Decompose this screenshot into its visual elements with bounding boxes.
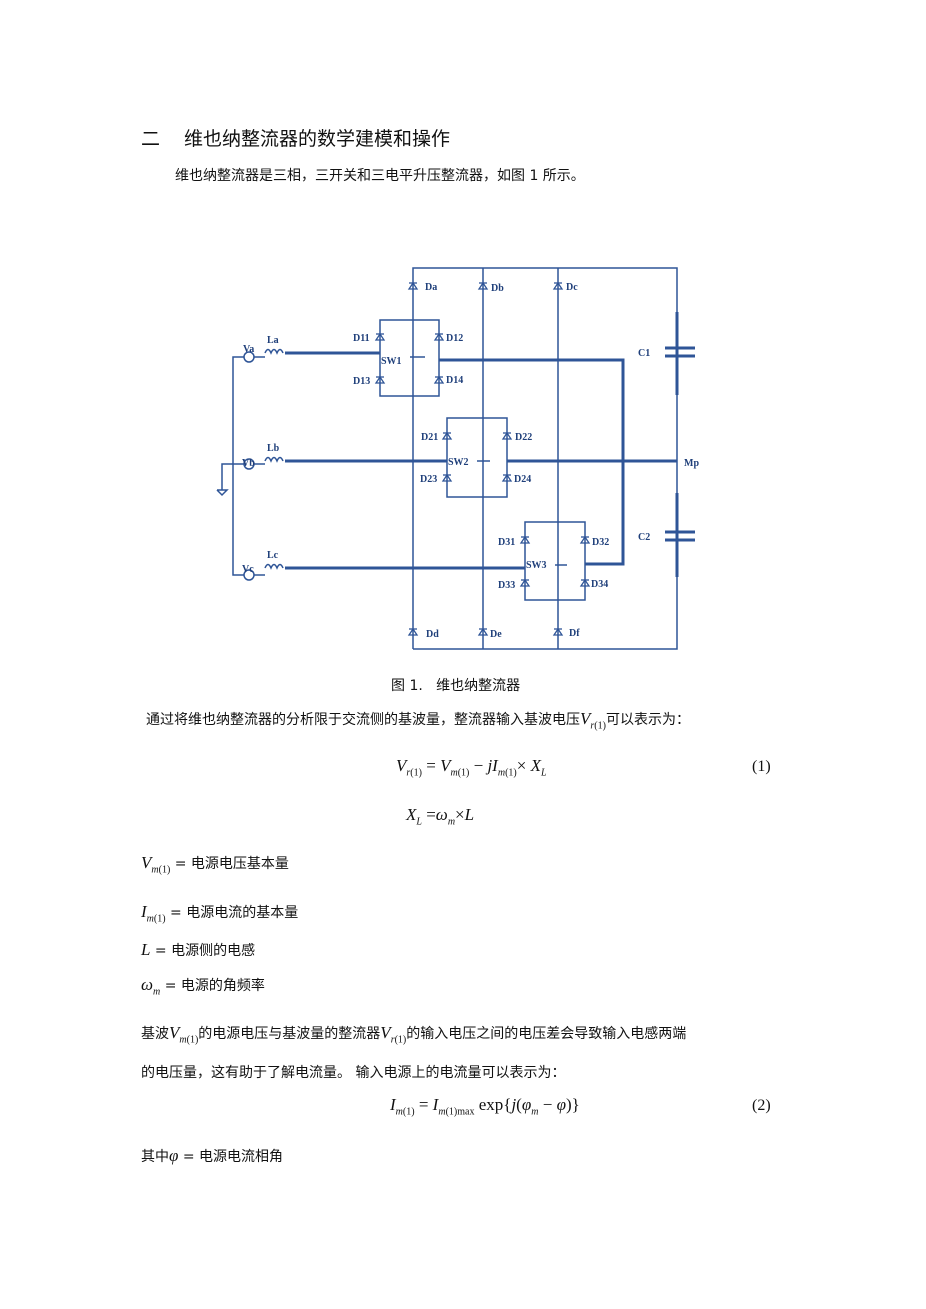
paragraph-2-line-1: 基波Vm(1)的电源电压与基波量的整流器Vr(1)的输入电压之间的电压差会导致输… <box>141 1023 687 1046</box>
label-sw1: SW1 <box>381 356 402 367</box>
label-de: De <box>490 629 502 640</box>
label-vb: Vb <box>242 458 255 469</box>
label-lb: Lb <box>267 443 280 454</box>
label-la: La <box>267 335 279 346</box>
label-dd: Dd <box>426 629 439 640</box>
label-d12: D12 <box>446 333 463 344</box>
label-sw3: SW3 <box>526 560 547 571</box>
label-d21: D21 <box>421 432 438 443</box>
label-d23: D23 <box>420 474 437 485</box>
label-sw2: SW2 <box>448 457 469 468</box>
label-vc: Vc <box>242 564 254 575</box>
label-dc: Dc <box>566 282 578 293</box>
label-c2: C2 <box>638 532 650 543</box>
label-db: Db <box>491 283 504 294</box>
label-mp: Mp <box>684 458 699 469</box>
label-d34: D34 <box>591 579 608 590</box>
label-d32: D32 <box>592 537 609 548</box>
equation-1: Vr(1) = Vm(1) − jIm(1)× XL <box>396 756 547 779</box>
vienna-rectifier-diagram: Va Vb Vc La Lb Lc SW1 SW2 SW3 Da Db Dc D… <box>216 267 699 650</box>
wires <box>216 267 678 650</box>
equation-xl: XL =ωm×L <box>406 805 475 828</box>
section-heading: 二维也纳整流器的数学建模和操作 <box>141 128 451 150</box>
label-df: Df <box>569 628 580 639</box>
label-d14: D14 <box>446 375 463 386</box>
definition-im: Im(1) = 电源电流的基本量 <box>141 902 299 925</box>
equation-2: Im(1) = Im(1)max exp{j(φm − φ)} <box>390 1095 580 1118</box>
diagram-labels: Va Vb Vc La Lb Lc SW1 SW2 SW3 Da Db Dc D… <box>242 282 699 640</box>
figure-caption: 图 1. 维也纳整流器 <box>391 678 521 694</box>
definition-l: L = 电源侧的电感 <box>141 940 256 959</box>
label-d11: D11 <box>353 333 370 344</box>
intro-paragraph: 维也纳整流器是三相，三开关和三电平升压整流器，如图 1 所示。 <box>175 168 585 184</box>
label-c1: C1 <box>638 348 650 359</box>
paragraph-1: 通过将维也纳整流器的分析限于交流侧的基波量，整流器输入基波电压Vr(1)可以表示… <box>146 709 690 732</box>
label-d13: D13 <box>353 376 370 387</box>
label-d33: D33 <box>498 580 515 591</box>
label-va: Va <box>243 344 254 355</box>
definition-vm: Vm(1) = 电源电压基本量 <box>141 853 289 876</box>
definition-wm: ωm = 电源的角频率 <box>141 975 265 998</box>
label-d24: D24 <box>514 474 531 485</box>
label-d31: D31 <box>498 537 515 548</box>
label-d22: D22 <box>515 432 532 443</box>
equation-1-number: (1) <box>752 758 771 775</box>
equation-2-number: (2) <box>752 1097 771 1114</box>
power-lines <box>285 312 695 577</box>
label-lc: Lc <box>267 550 279 561</box>
label-da: Da <box>425 282 437 293</box>
paragraph-2-line-2: 的电压量，这有助于了解电流量。 输入电源上的电流量可以表示为： <box>141 1065 566 1081</box>
definition-phi: 其中φ = 电源电流相角 <box>141 1146 284 1165</box>
